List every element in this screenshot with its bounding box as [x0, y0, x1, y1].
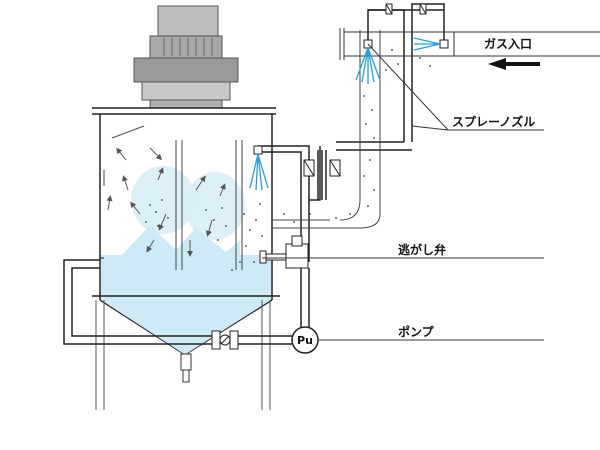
gas-inlet-label: ガス入口	[484, 36, 532, 51]
gas-duct	[339, 28, 600, 60]
duct-dust	[283, 49, 431, 223]
pump-icon: Pu	[291, 326, 319, 354]
motor-icon	[133, 5, 239, 109]
recirculation-pipe	[63, 259, 292, 345]
exhaust-duct	[272, 30, 381, 229]
left-arrow-icon	[488, 58, 540, 70]
upper-piping	[317, 3, 445, 200]
tank-legs	[95, 300, 271, 410]
flow-arrows	[106, 147, 226, 257]
side-valves	[303, 159, 341, 177]
relief-valve-label: 逃がし弁	[398, 242, 446, 257]
spray-nozzle-upper	[355, 37, 449, 84]
liquid-pool	[92, 255, 280, 354]
baffles	[103, 125, 243, 270]
drain-outlet	[180, 353, 192, 383]
spray-nozzle-label: スプレーノズル	[452, 114, 535, 129]
callout-lines	[262, 43, 544, 341]
butterfly-valve-icon	[211, 330, 239, 350]
pump-label: ポンプ	[398, 324, 435, 339]
spray-nozzle-tank	[249, 145, 269, 191]
pump-symbol: Pu	[297, 334, 313, 347]
top-valves	[385, 3, 427, 15]
swirl-zone	[122, 166, 245, 262]
dust-particles	[145, 199, 263, 271]
relief-valve-icon	[259, 235, 309, 269]
tank-body	[92, 107, 276, 355]
